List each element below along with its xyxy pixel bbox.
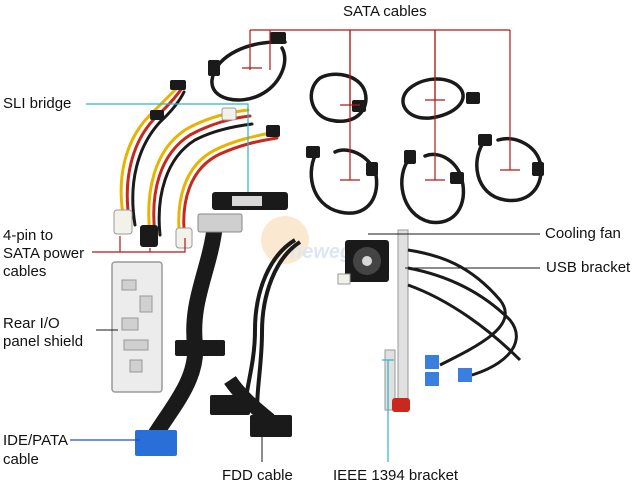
cooling-fan-art bbox=[337, 240, 389, 285]
sata-leader-lines bbox=[242, 29, 520, 181]
sata-connector bbox=[366, 162, 378, 176]
label-cooling-fan: Cooling fan bbox=[545, 225, 621, 242]
rear-io-shield-art bbox=[111, 261, 163, 393]
label-fdd-cable: FDD cable bbox=[222, 467, 293, 484]
sata-cable bbox=[400, 152, 466, 225]
fdd-connector bbox=[250, 415, 292, 437]
label-power-line-2: SATA power bbox=[3, 245, 85, 262]
label-power-line-1: 4-pin to bbox=[3, 227, 54, 244]
label-rear-io-line-2: panel shield bbox=[3, 333, 84, 350]
label-sata-cables: SATA cables bbox=[343, 3, 427, 20]
ieee-leader-line bbox=[382, 359, 394, 462]
label-usb-bracket: USB bracket bbox=[546, 259, 631, 276]
ide-connector bbox=[197, 213, 243, 233]
sata-cables-art bbox=[210, 40, 543, 225]
sata-cable bbox=[210, 40, 287, 102]
molex-connector bbox=[113, 209, 133, 235]
ide-connector-blue bbox=[135, 430, 177, 456]
fdd-connector bbox=[210, 395, 250, 415]
sli-leader-line bbox=[86, 103, 249, 192]
sata-connector bbox=[352, 100, 366, 112]
sata-connector bbox=[450, 172, 464, 184]
sata-connector bbox=[208, 60, 220, 76]
label-ide-line-1: IDE/PATA bbox=[3, 432, 69, 449]
sata-cable bbox=[309, 72, 368, 123]
sata-cable bbox=[475, 137, 543, 203]
label-power-line-3: cables bbox=[3, 263, 47, 280]
sata-connector bbox=[478, 134, 492, 146]
fdd-cable-art bbox=[210, 238, 302, 437]
power-connectors bbox=[113, 80, 280, 249]
sata-cable bbox=[401, 77, 465, 120]
usb-header-blue bbox=[425, 372, 439, 386]
usb-header-blue bbox=[458, 368, 472, 382]
sata-connector bbox=[532, 162, 544, 176]
sata-connector bbox=[466, 92, 480, 104]
usb-header-blue bbox=[425, 355, 439, 369]
sata-power-connector bbox=[221, 107, 237, 121]
molex-connector bbox=[140, 225, 158, 247]
sata-power-connector bbox=[150, 110, 164, 120]
sata-cable bbox=[309, 148, 379, 215]
label-ide-line-2: cable bbox=[3, 451, 39, 468]
sata-power-connector bbox=[266, 125, 280, 137]
brackets-art bbox=[384, 229, 522, 412]
sata-connector bbox=[306, 146, 320, 158]
ide-cable-art bbox=[135, 213, 243, 456]
sata-connector bbox=[270, 32, 286, 44]
power-leader-lines bbox=[92, 236, 186, 253]
molex-connector bbox=[175, 227, 193, 249]
sli-bridge-art bbox=[212, 192, 288, 210]
label-sli-bridge: SLI bridge bbox=[3, 95, 72, 112]
sata-connectors bbox=[208, 32, 544, 184]
label-ieee-1394-bracket: IEEE 1394 bracket bbox=[333, 467, 459, 484]
sata-connector bbox=[404, 150, 416, 164]
sata-power-connector bbox=[170, 80, 186, 90]
label-rear-io-line-1: Rear I/O bbox=[3, 315, 60, 332]
ide-connector bbox=[175, 340, 225, 356]
